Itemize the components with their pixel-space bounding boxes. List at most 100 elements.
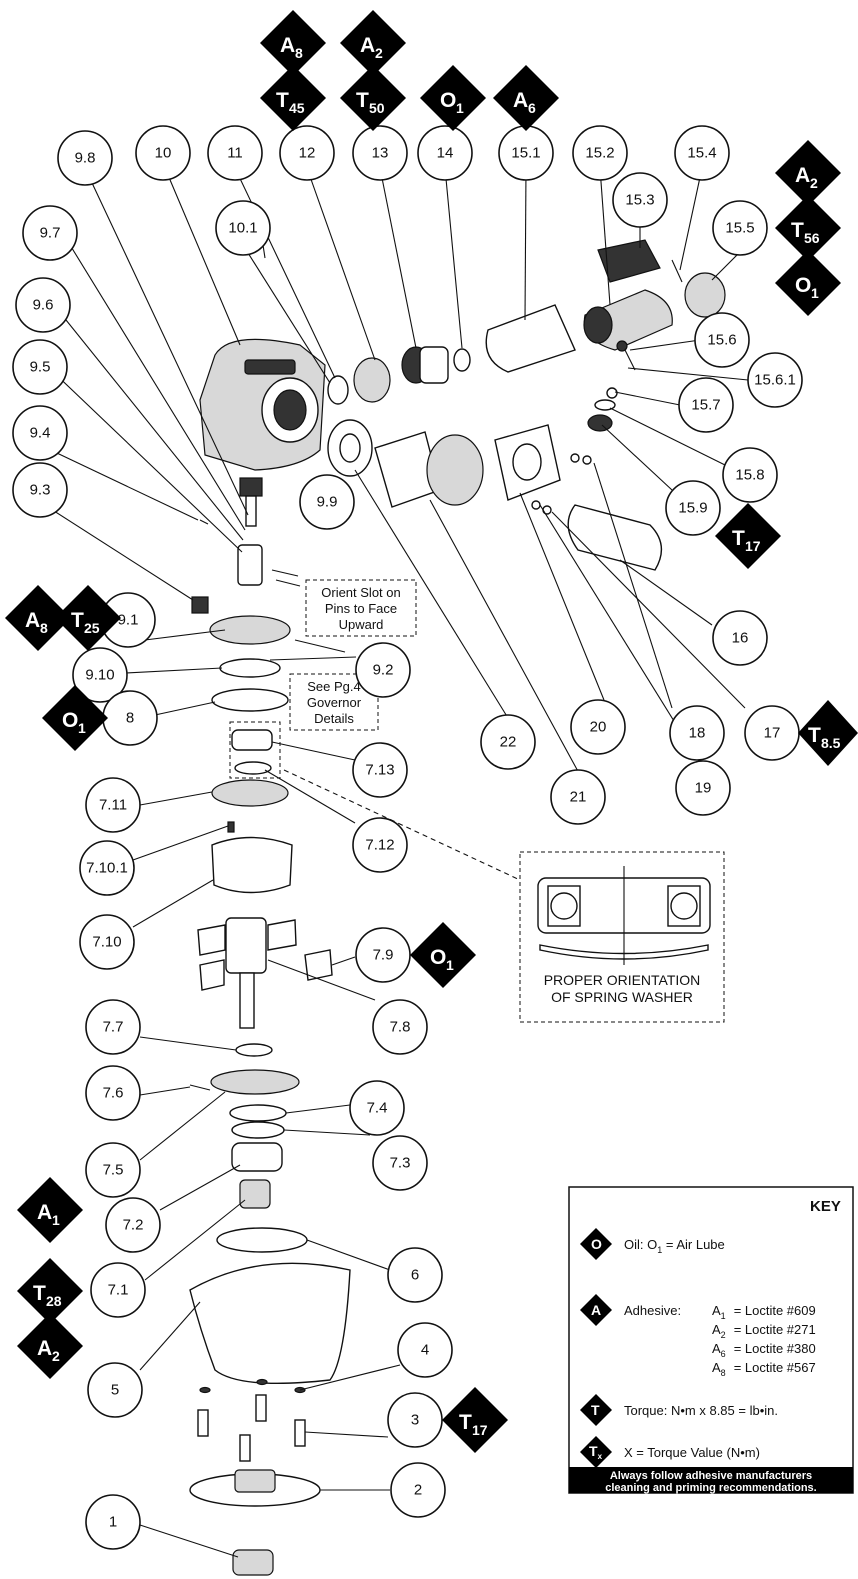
svg-text:A: A — [280, 34, 295, 57]
screw-sketch-a — [570, 453, 580, 463]
backing-nut-sketch — [234, 1469, 276, 1493]
callout-19: 19 — [675, 760, 731, 816]
svg-text:T: T — [591, 1402, 600, 1418]
svg-text:Governor: Governor — [307, 695, 362, 710]
svg-text:Tx: Tx — [589, 1443, 603, 1461]
svg-text:22: 22 — [500, 734, 517, 751]
oring-6-sketch — [216, 1227, 308, 1253]
end-plate-7-11-sketch — [211, 779, 289, 807]
callout-15-3: 15.3 — [612, 172, 668, 228]
callout-7-13: 7.13 — [352, 742, 408, 798]
svg-text:8: 8 — [295, 45, 303, 61]
svg-text:4: 4 — [421, 1342, 429, 1359]
part-callouts: 9.8 10 11 12 13 14 15.1 15.2 15.3 15.4 1… — [12, 125, 803, 1550]
bearing-7-13-sketch — [231, 729, 273, 751]
callout-2: 2 — [390, 1462, 446, 1518]
rotor-shaft-sketch — [239, 972, 255, 1029]
screw-sketch-c — [531, 500, 541, 510]
svg-text:See Pg.4: See Pg.4 — [307, 679, 361, 694]
svg-text:Details: Details — [314, 711, 354, 726]
svg-text:2: 2 — [375, 45, 383, 61]
svg-text:A: A — [513, 89, 528, 112]
callout-15-7: 15.7 — [678, 377, 734, 433]
svg-text:2: 2 — [810, 175, 818, 191]
sleeve-13-sketch — [419, 346, 449, 384]
svg-text:9.3: 9.3 — [30, 482, 51, 499]
svg-text:6: 6 — [411, 1267, 419, 1284]
ring-7-3-sketch — [231, 1121, 285, 1139]
note-orient-slot: Orient Slot on Pins to Face Upward — [305, 579, 417, 637]
callout-8: 8 — [102, 690, 158, 746]
svg-text:14: 14 — [437, 145, 454, 162]
svg-text:A1= Loctite #609: A1= Loctite #609 — [712, 1303, 816, 1321]
pin-9-2a-sketch — [271, 569, 299, 577]
svg-text:7.3: 7.3 — [390, 1155, 411, 1172]
pin-7-10-1-sketch — [227, 821, 235, 833]
vane-left-sketch — [197, 924, 226, 956]
plug-9-9-sketch — [239, 477, 263, 497]
callout-9-10: 9.10 — [72, 647, 128, 703]
svg-text:9.2: 9.2 — [373, 662, 394, 679]
callout-7-6: 7.6 — [85, 1065, 141, 1121]
svg-text:7.2: 7.2 — [123, 1217, 144, 1234]
svg-text:7.10: 7.10 — [92, 934, 121, 951]
svg-text:T: T — [276, 89, 289, 112]
callout-15-9: 15.9 — [665, 480, 721, 536]
pin-15-4-sketch — [671, 259, 683, 283]
svg-text:1: 1 — [456, 100, 464, 116]
bushing-11-sketch — [353, 357, 391, 403]
bearing-7-2-sketch — [231, 1142, 283, 1172]
callout-7-1: 7.1 — [90, 1262, 146, 1318]
pin-9-2c-sketch — [294, 639, 346, 653]
svg-text:T: T — [71, 609, 84, 632]
svg-text:17: 17 — [472, 1422, 488, 1438]
svg-text:T: T — [356, 89, 369, 112]
svg-text:8: 8 — [126, 710, 134, 727]
svg-text:A2= Loctite #271: A2= Loctite #271 — [712, 1322, 816, 1340]
svg-text:19: 19 — [695, 780, 712, 797]
svg-text:Oil: O1 = Air Lube: Oil: O1 = Air Lube — [624, 1237, 725, 1255]
callout-3: 3 — [387, 1392, 443, 1448]
callout-7-4: 7.4 — [349, 1080, 405, 1136]
svg-text:10: 10 — [155, 145, 172, 162]
callout-7-3: 7.3 — [372, 1135, 428, 1191]
svg-text:OF SPRING WASHER: OF SPRING WASHER — [551, 989, 693, 1005]
callout-11: 11 — [207, 125, 263, 181]
inlet-15-5-sketch — [684, 272, 726, 318]
callout-15-2: 15.2 — [572, 125, 628, 181]
svg-text:15.9: 15.9 — [678, 500, 707, 517]
key-adhesive-row: A Adhesive: A1= Loctite #609 A2= Loctite… — [580, 1294, 816, 1378]
screw-sketch-b — [582, 455, 592, 465]
callout-10: 10 — [135, 125, 191, 181]
callout-7-7: 7.7 — [85, 999, 141, 1055]
note-governor-details: See Pg.4 Governor Details — [289, 673, 379, 731]
valve-body-bore-sketch — [583, 306, 613, 344]
svg-text:6: 6 — [528, 100, 536, 116]
svg-text:T: T — [33, 1282, 46, 1305]
callout-22: 22 — [480, 714, 536, 770]
screw-3d-sketch — [294, 1419, 306, 1447]
svg-text:Always follow adhesive manufac: Always follow adhesive manufacturers — [610, 1470, 812, 1482]
pin-15-6-sketch — [624, 349, 636, 371]
svg-text:A: A — [795, 164, 810, 187]
svg-text:7.6: 7.6 — [103, 1085, 124, 1102]
svg-text:7.8: 7.8 — [390, 1019, 411, 1036]
callout-7-9: 7.9 — [355, 927, 411, 983]
legend-key: KEY O Oil: O1 = Air Lube A Adhesive: A1=… — [568, 1186, 854, 1494]
svg-text:21: 21 — [570, 789, 587, 806]
svg-text:1: 1 — [811, 285, 819, 301]
svg-text:X = Torque Value (N•m): X = Torque Value (N•m) — [624, 1445, 760, 1460]
housing-label-sketch — [244, 359, 296, 375]
svg-text:7.1: 7.1 — [108, 1282, 129, 1299]
washer-4a-sketch — [256, 1378, 268, 1386]
governor-body-sketch — [237, 544, 263, 586]
svg-text:7.12: 7.12 — [365, 837, 394, 854]
svg-text:T: T — [791, 219, 804, 242]
